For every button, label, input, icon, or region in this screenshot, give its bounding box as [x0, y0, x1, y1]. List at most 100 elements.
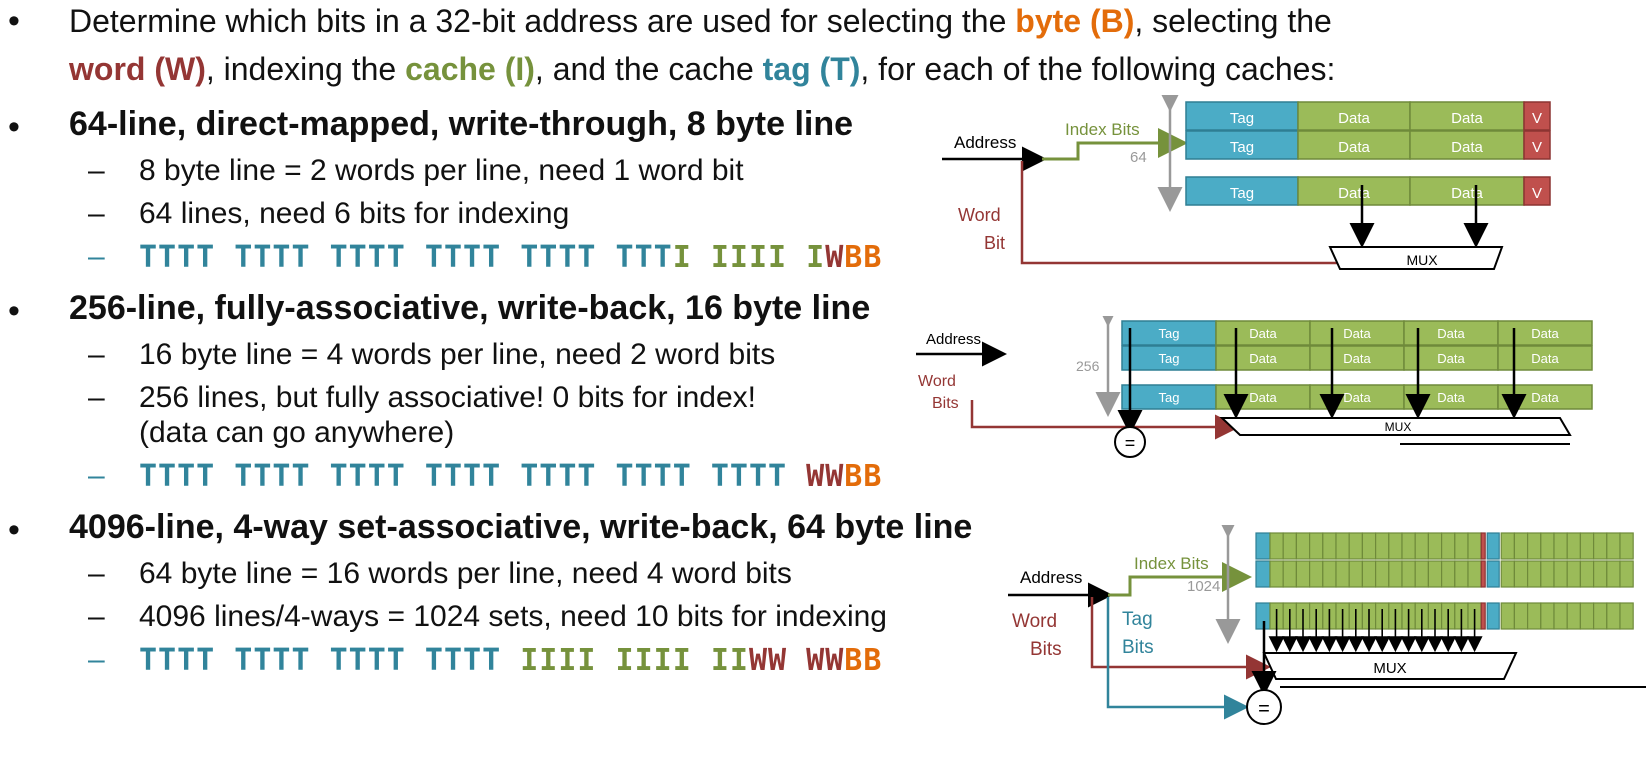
data-cell	[1500, 560, 1516, 588]
data-cell: Data	[1249, 351, 1277, 366]
address-label: Address	[926, 331, 981, 348]
data-cell	[1513, 560, 1529, 588]
cache-set-row	[1255, 602, 1634, 630]
tag-cell: Tag	[1159, 351, 1180, 366]
data-cell	[1282, 532, 1298, 560]
data-cell	[1566, 560, 1582, 588]
section-heading: 256-line, fully-associative, write-back,…	[69, 289, 871, 327]
tag-bits-label: Tag	[1122, 609, 1153, 630]
word-bit-label: Word	[958, 205, 1001, 225]
data-cell: Data	[1343, 351, 1371, 366]
row-count-label: 1024	[1187, 578, 1220, 595]
cache-line: Tag Data Data Data Data	[1121, 384, 1593, 410]
byte-bits: BB	[844, 643, 883, 678]
bullet-dot: •	[8, 292, 20, 330]
dash: –	[88, 459, 105, 492]
index-arrow	[1042, 128, 1188, 161]
data-cell: Data	[1338, 185, 1370, 202]
dash: –	[88, 240, 105, 273]
data-cell: Data	[1451, 110, 1483, 127]
tag-bits: TTTT TTTT TTTT TTTT TTTT TTTT TTTT	[139, 459, 807, 494]
data-cell	[1269, 560, 1284, 588]
section-heading: 64-line, direct-mapped, write-through, 8…	[69, 105, 854, 143]
data-cell	[1526, 560, 1542, 588]
intro-text: , selecting the	[1134, 3, 1332, 39]
valid-cell	[1480, 602, 1486, 630]
index-bits: I IIII I	[672, 240, 826, 275]
cache-line: Tag Data Data Data Data	[1121, 320, 1593, 346]
data-cell	[1427, 560, 1443, 588]
data-cell: Data	[1451, 185, 1483, 202]
byte-bits: BB	[844, 459, 883, 494]
tag-cell	[1255, 560, 1271, 588]
data-cell	[1592, 602, 1608, 630]
data-cell: Data	[1338, 110, 1370, 127]
address-label: Address	[1020, 568, 1082, 587]
data-cell	[1309, 560, 1324, 588]
tag-cell	[1486, 602, 1500, 630]
data-cell	[1322, 560, 1337, 588]
valid-cell: V	[1532, 110, 1542, 127]
address-bits: TTTT TTTT TTTT TTTT TTTT TTTT TTTT WWBB	[139, 459, 882, 494]
data-cell: Data	[1531, 351, 1559, 366]
tag-cell: Tag	[1159, 390, 1180, 405]
data-cell	[1540, 560, 1555, 588]
mux-label: MUX	[1385, 420, 1412, 434]
cache-label: cache (I)	[405, 51, 535, 87]
valid-cell	[1480, 560, 1486, 588]
intro-line-2: word (W), indexing the cache (I), and th…	[69, 45, 1335, 94]
section-heading: 4096-line, 4-way set-associative, write-…	[69, 508, 973, 546]
mux-shape	[1262, 652, 1518, 680]
dash: –	[88, 643, 105, 676]
data-cell	[1335, 532, 1350, 560]
address-bits: TTTT TTTT TTTT TTTT IIII IIII IIWW WWBB	[139, 643, 882, 678]
data-cell: Data	[1343, 390, 1371, 405]
tag-bits-label: Bits	[1122, 637, 1154, 658]
data-cell	[1553, 602, 1568, 630]
tag-cell: Tag	[1230, 185, 1254, 202]
data-cell	[1375, 560, 1390, 588]
mux-label: MUX	[1406, 252, 1438, 268]
data-cell: Data	[1451, 139, 1483, 156]
data-cell	[1619, 532, 1634, 560]
data-cell	[1566, 602, 1582, 630]
direct-mapped-diagram: Address Index Bits 64 Word Bit Tag Data …	[942, 95, 1551, 270]
valid-cell	[1480, 532, 1486, 560]
data-cell: Data	[1249, 326, 1277, 341]
intro-line-1: Determine which bits in a 32-bit address…	[69, 0, 1332, 46]
data-cell	[1606, 602, 1621, 630]
dash: –	[88, 381, 105, 414]
data-cell	[1467, 560, 1482, 588]
data-cell	[1375, 532, 1390, 560]
data-cell	[1579, 602, 1595, 630]
tag-label: tag (T)	[762, 51, 861, 87]
tag-cell	[1486, 532, 1500, 560]
tag-cell: Tag	[1159, 326, 1180, 341]
byte-bits: BB	[844, 240, 883, 275]
data-cell	[1454, 560, 1469, 588]
dash: –	[88, 600, 105, 633]
dash: –	[88, 338, 105, 371]
data-cell	[1441, 532, 1456, 560]
data-cell: Data	[1437, 390, 1465, 405]
section-point: 256 lines, but fully associative! 0 bits…	[139, 381, 756, 414]
data-cell	[1579, 560, 1595, 588]
data-cell	[1606, 532, 1621, 560]
data-cell: Data	[1437, 351, 1465, 366]
data-cell	[1619, 602, 1634, 630]
intro-text: , for each of the following caches:	[860, 51, 1336, 87]
data-cell	[1592, 532, 1608, 560]
cache-set-row	[1255, 560, 1634, 588]
data-cell	[1401, 532, 1416, 560]
word-bits-line	[970, 400, 1240, 440]
word-bits: W	[825, 240, 845, 275]
data-cell	[1592, 560, 1608, 588]
tag-cell	[1255, 532, 1271, 560]
word-bits-line	[1090, 597, 1271, 680]
address-bits: TTTT TTTT TTTT TTTT TTTT TTTI IIII IWBB	[139, 240, 882, 275]
tag-cell: Tag	[1230, 139, 1254, 156]
data-cell: Data	[1338, 139, 1370, 156]
data-cell	[1401, 560, 1416, 588]
cache-set-rows	[1255, 532, 1634, 630]
dash: –	[88, 197, 105, 230]
